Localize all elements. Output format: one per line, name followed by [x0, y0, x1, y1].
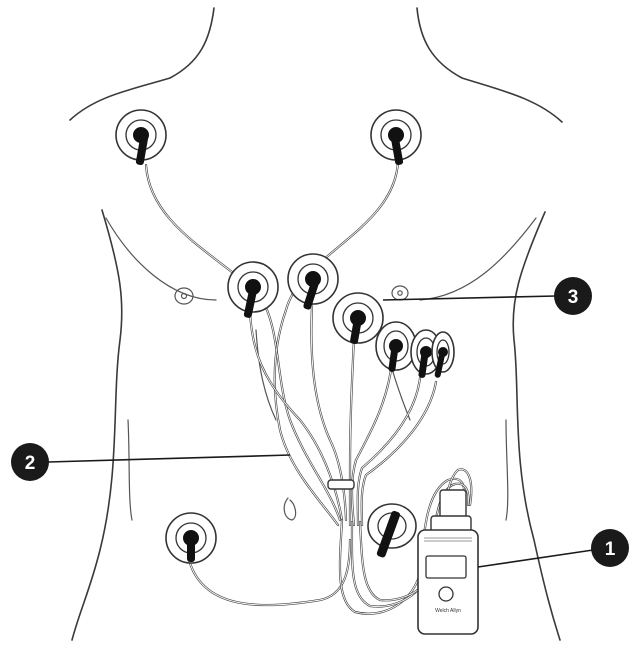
lead-wire — [362, 382, 436, 525]
callout-3-label: 3 — [568, 287, 579, 308]
electrode-pad — [166, 513, 216, 563]
electrode-pad — [288, 254, 338, 310]
lead-wire — [250, 312, 342, 520]
wire-clip — [328, 480, 354, 489]
device-screen — [426, 556, 466, 578]
power-button-icon — [439, 587, 453, 601]
navel — [284, 498, 295, 520]
callout-leaders — [48, 296, 593, 567]
callout-marker-2: 2 — [11, 443, 49, 481]
callout-1-leader — [478, 550, 593, 567]
electrode-pad — [432, 332, 454, 378]
device-body — [418, 530, 478, 634]
callout-2-label: 2 — [25, 453, 36, 474]
callout-2-leader — [48, 455, 290, 462]
lead-wire — [358, 378, 420, 525]
callout-3-leader — [383, 296, 556, 300]
ecg-recorder-device: Welch Allyn — [418, 490, 478, 634]
torso-outline — [70, 8, 562, 640]
callout-1-label: 1 — [605, 539, 616, 560]
device-brand-label: Welch Allyn — [435, 608, 461, 614]
electrode-pad — [368, 504, 416, 558]
electrode-pad — [371, 110, 421, 165]
electrode-pad — [376, 322, 416, 372]
callout-marker-1: 1 — [591, 529, 629, 567]
electrode-pad — [116, 110, 166, 165]
electrode-pad — [228, 262, 278, 318]
callout-marker-3: 3 — [554, 277, 592, 315]
right-nipple — [392, 286, 408, 300]
electrode-pad — [333, 293, 383, 344]
